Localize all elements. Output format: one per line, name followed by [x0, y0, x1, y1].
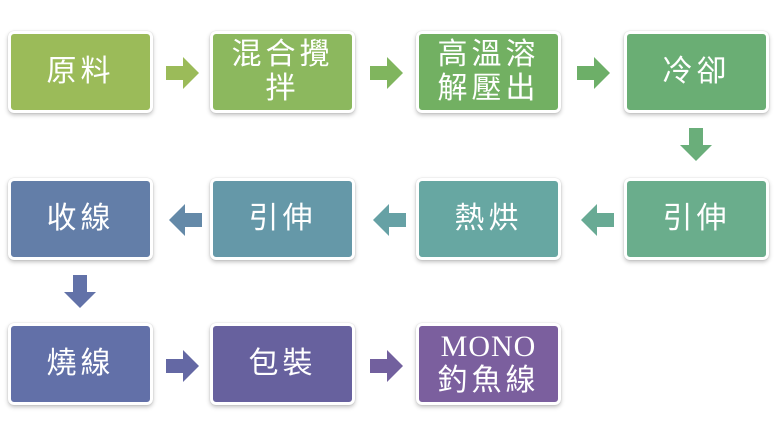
node-label-line1: MONO — [440, 330, 537, 363]
node-mixing: 混合攪 拌 — [210, 31, 355, 113]
node-burning-line: 燒線 — [8, 323, 153, 405]
node-raw-materials: 原料 — [8, 31, 153, 113]
node-label: 冷卻 — [662, 54, 731, 89]
node-label: 原料 — [46, 54, 115, 89]
arrow-right-icon — [370, 57, 403, 89]
node-stretching-1: 引伸 — [624, 178, 769, 260]
node-stretching-2: 引伸 — [210, 178, 355, 260]
node-label: 引伸 — [662, 201, 731, 236]
arrow-left-icon — [169, 204, 202, 236]
node-label: 混合攪 拌 — [231, 37, 334, 106]
node-label: 高溫溶 解壓出 — [437, 37, 540, 106]
node-label: 引伸 — [248, 201, 317, 236]
arrow-right-icon — [166, 57, 199, 89]
node-label: 包裝 — [248, 346, 317, 381]
arrow-down-icon — [64, 275, 96, 308]
node-cooling: 冷卻 — [624, 31, 769, 113]
node-winding: 收線 — [8, 178, 153, 260]
node-mono-fishing-line: MONO 釣魚線 — [416, 323, 561, 405]
node-label: 收線 — [46, 201, 115, 236]
node-heat-drying: 熱烘 — [416, 178, 561, 260]
arrow-right-icon — [166, 350, 199, 382]
arrow-left-icon — [581, 204, 614, 236]
arrow-left-icon — [373, 204, 406, 236]
node-packaging: 包裝 — [210, 323, 355, 405]
node-melt-extrusion: 高溫溶 解壓出 — [416, 31, 561, 113]
node-label: 燒線 — [46, 346, 115, 381]
arrow-right-icon — [370, 350, 403, 382]
arrow-down-icon — [680, 128, 712, 161]
node-label-line2: 釣魚線 — [437, 363, 540, 398]
arrow-right-icon — [577, 57, 610, 89]
node-label: 熱烘 — [454, 201, 523, 236]
